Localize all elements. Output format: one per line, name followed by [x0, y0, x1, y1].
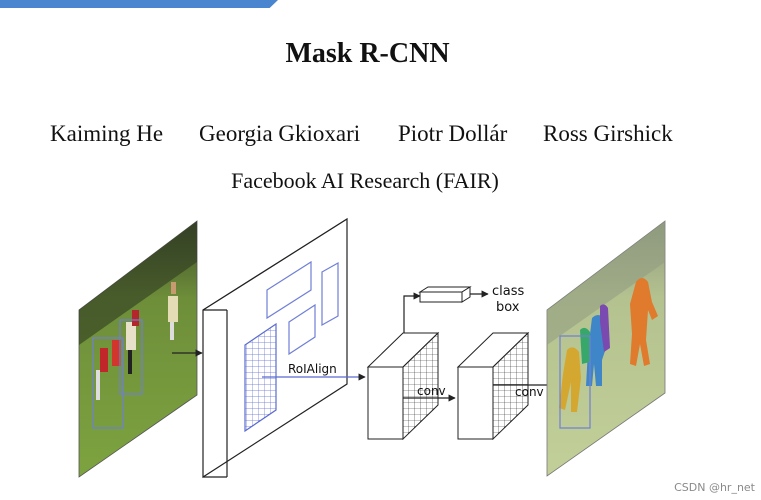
top-accent-bar [0, 0, 278, 8]
box-label: box [496, 300, 520, 315]
author-3: Piotr Dollár [398, 121, 508, 146]
author-1: Kaiming He [50, 121, 164, 146]
watermark: CSDN @hr_net [674, 481, 755, 494]
paper-title: Mask R-CNN [285, 38, 450, 69]
feature-map-block [202, 217, 348, 479]
conv-label-1: conv [417, 384, 446, 398]
affiliation: Facebook AI Research (FAIR) [231, 168, 499, 193]
author-2: Georgia Gkioxari [199, 121, 361, 146]
conv-label-2: conv [515, 385, 544, 399]
author-list: Kaiming He Georgia Gkioxari Piotr Dollár… [50, 121, 730, 151]
class-box-branch-arrow [403, 292, 421, 333]
input-image [78, 220, 198, 478]
fc-layer-box [418, 286, 472, 303]
roi-feature-block [366, 331, 440, 441]
mask-feature-block [456, 331, 530, 441]
author-4: Ross Girshick [543, 121, 673, 146]
roialign-label: RoIAlign [288, 362, 337, 376]
class-label: class [492, 284, 524, 299]
output-image [546, 220, 666, 477]
